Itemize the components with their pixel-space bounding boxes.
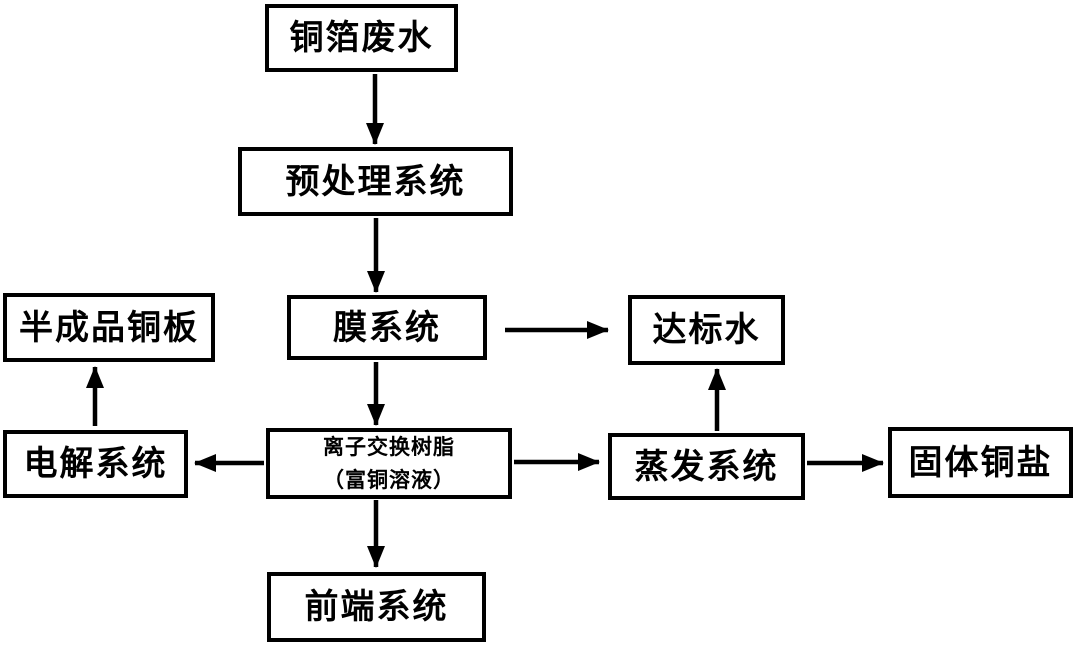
node-evaporation-system: 蒸发系统 [608,433,805,500]
ion-exchange-resin-line2: （富铜溶液） [323,467,455,492]
node-front-end-system: 前端系统 [267,572,486,642]
node-semi-finished-copper-plate: 半成品铜板 [3,293,215,362]
node-standard-water: 达标水 [628,295,785,365]
node-ion-exchange-resin: 离子交换树脂 （富铜溶液） [266,428,512,499]
node-pretreatment-system: 预处理系统 [238,147,513,216]
ion-exchange-resin-line1: 离子交换树脂 [323,434,455,459]
node-membrane-system: 膜系统 [287,295,487,360]
node-copper-foil-wastewater: 铜箔废水 [265,4,458,72]
node-electrolysis-system: 电解系统 [3,430,188,498]
node-solid-copper-salt: 固体铜盐 [888,427,1073,498]
